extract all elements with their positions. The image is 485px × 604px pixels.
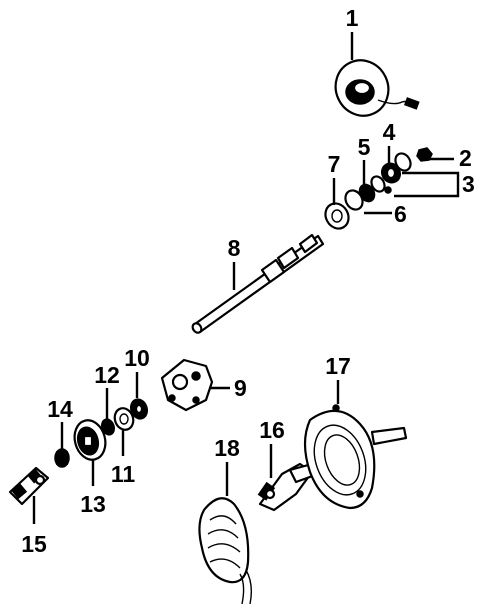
part-3-retainers — [370, 175, 392, 194]
callout-8: 8 — [228, 235, 241, 261]
callout-18: 18 — [214, 435, 240, 461]
part-17-cover — [303, 404, 408, 510]
part-11-ring — [113, 407, 135, 431]
callout-6: 6 — [394, 201, 407, 227]
callout-14: 14 — [47, 396, 73, 422]
part-10-bearing — [129, 398, 149, 420]
callout-9: 9 — [234, 375, 247, 401]
callout-13: 13 — [80, 491, 106, 517]
part-7-ring — [324, 202, 350, 230]
part-1-clock-spring — [334, 59, 420, 117]
callout-17: 17 — [325, 353, 351, 379]
callouts: 1 2 3 4 5 6 7 8 9 10 11 12 13 14 15 16 1… — [21, 5, 475, 557]
part-18-boot — [198, 497, 253, 604]
leader-lines — [32, 32, 460, 524]
part-4-bearing — [380, 152, 412, 184]
callout-5: 5 — [358, 134, 371, 160]
part-16-intermediate-shaft — [257, 462, 320, 512]
callout-10: 10 — [124, 345, 150, 371]
part-9-housing — [160, 358, 214, 412]
callout-11: 11 — [111, 461, 136, 487]
callout-12: 12 — [94, 362, 120, 388]
part-8-steering-shaft — [191, 233, 325, 334]
callout-2: 2 — [459, 145, 472, 171]
callout-7: 7 — [328, 151, 341, 177]
callout-3: 3 — [462, 171, 475, 197]
part-13-gear-plate — [73, 419, 107, 461]
callout-16: 16 — [259, 417, 285, 443]
callout-1: 1 — [346, 5, 359, 31]
part-14-gear — [54, 448, 70, 468]
part-15-universal-joint — [8, 466, 50, 506]
callout-15: 15 — [21, 531, 47, 557]
part-5-bearing — [344, 183, 376, 211]
callout-4: 4 — [383, 119, 396, 145]
